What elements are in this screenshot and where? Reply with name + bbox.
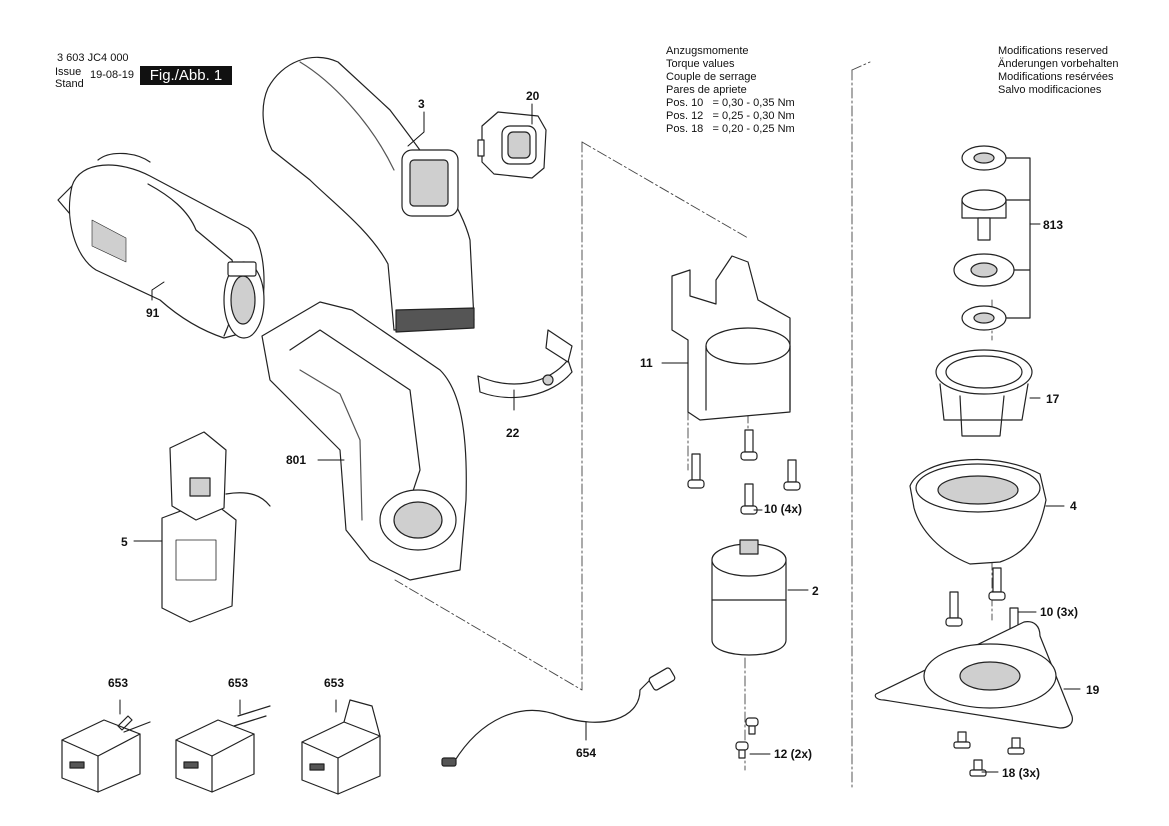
part-label-10-3x: 10 (3x) bbox=[1040, 605, 1079, 619]
assembly-lines bbox=[394, 61, 993, 791]
torque-line: Torque values bbox=[666, 58, 735, 70]
clip-22 bbox=[477, 329, 573, 399]
part-label-653: 653 bbox=[324, 676, 345, 690]
leader-lines bbox=[119, 103, 1081, 773]
part-label-2: 2 bbox=[812, 584, 819, 598]
screws-12-group bbox=[735, 717, 759, 759]
switch-cap-20 bbox=[477, 111, 547, 179]
torque-position: Pos. 10 = 0,30 - 0,35 Nm bbox=[666, 97, 795, 109]
torque-line: Couple de serrage bbox=[666, 71, 757, 83]
part-label-10-4x: 10 (4x) bbox=[764, 502, 803, 516]
assembly-line bbox=[851, 61, 871, 71]
leader-line bbox=[407, 111, 425, 147]
part-label-654: 654 bbox=[576, 746, 597, 760]
screw bbox=[988, 567, 1006, 601]
part-label-4: 4 bbox=[1070, 499, 1077, 513]
torque-line: Anzugsmomente bbox=[666, 45, 749, 57]
issue-label: Issue bbox=[55, 66, 82, 78]
document-number: 3 603 JC4 000 bbox=[57, 52, 129, 64]
screw bbox=[1007, 737, 1025, 755]
issue-stand-label: Issue Stand bbox=[55, 66, 84, 90]
torque-line: Pares de apriete bbox=[666, 84, 747, 96]
modifications-line: Modifications resérvées bbox=[998, 71, 1114, 83]
part-label-22: 22 bbox=[506, 426, 520, 440]
screw bbox=[953, 731, 971, 749]
part-label-801: 801 bbox=[286, 453, 307, 467]
part-label-20: 20 bbox=[526, 89, 540, 103]
base-housing-4 bbox=[909, 458, 1047, 565]
assembly-line bbox=[394, 141, 583, 691]
leader-line bbox=[151, 281, 165, 301]
sanding-plate-19 bbox=[874, 621, 1073, 729]
modifications-line: Modifications reserved bbox=[998, 45, 1109, 57]
charger-653-b bbox=[175, 705, 271, 793]
screw bbox=[740, 429, 758, 461]
stand-label: Stand bbox=[55, 78, 84, 90]
part-label-5: 5 bbox=[121, 535, 128, 549]
motor-2 bbox=[711, 539, 787, 656]
part-label-653: 653 bbox=[228, 676, 249, 690]
modifications-line: Salvo modificaciones bbox=[998, 84, 1102, 96]
part-label-653: 653 bbox=[108, 676, 129, 690]
assembly-line bbox=[581, 141, 749, 239]
part-label-813: 813 bbox=[1043, 218, 1064, 232]
modifications-line: Änderungen vorbehalten bbox=[998, 58, 1119, 70]
cable-654 bbox=[441, 667, 676, 767]
issue-date: 19-08-19 bbox=[90, 69, 135, 81]
screw bbox=[735, 741, 749, 759]
torque-position: Pos. 12 = 0,25 - 0,30 Nm bbox=[666, 110, 795, 122]
bearing-stack-813 bbox=[953, 145, 1031, 331]
screw bbox=[687, 453, 705, 489]
screw bbox=[745, 717, 759, 735]
torque-position: Pos. 18 = 0,20 - 0,25 Nm bbox=[666, 123, 795, 135]
charger-653-c bbox=[301, 699, 381, 795]
part-label-17: 17 bbox=[1046, 392, 1060, 406]
screw bbox=[969, 759, 987, 777]
part-label-19: 19 bbox=[1086, 683, 1100, 697]
part-label-3: 3 bbox=[418, 97, 425, 111]
part-label-12-2x: 12 (2x) bbox=[774, 747, 813, 761]
part-label-11: 11 bbox=[640, 356, 653, 370]
figure-label: Fig./Abb. 1 bbox=[140, 66, 232, 85]
charger-653-a bbox=[61, 715, 151, 793]
part-label-91: 91 bbox=[146, 306, 160, 320]
torque-values-block: Anzugsmomente Torque values Couple de se… bbox=[666, 45, 795, 136]
screw bbox=[783, 459, 801, 491]
circuit-board-5 bbox=[161, 431, 271, 623]
modifications-note: Modifications reserved Änderungen vorbeh… bbox=[998, 45, 1118, 97]
upper-housing-3 bbox=[262, 56, 475, 333]
motor-holder-11 bbox=[671, 255, 791, 421]
part-label-18-3x: 18 (3x) bbox=[1002, 766, 1041, 780]
lower-housing-801 bbox=[261, 301, 467, 581]
screw bbox=[945, 591, 963, 627]
bearing-cage-17 bbox=[935, 349, 1033, 437]
battery-unit-91 bbox=[57, 152, 265, 339]
